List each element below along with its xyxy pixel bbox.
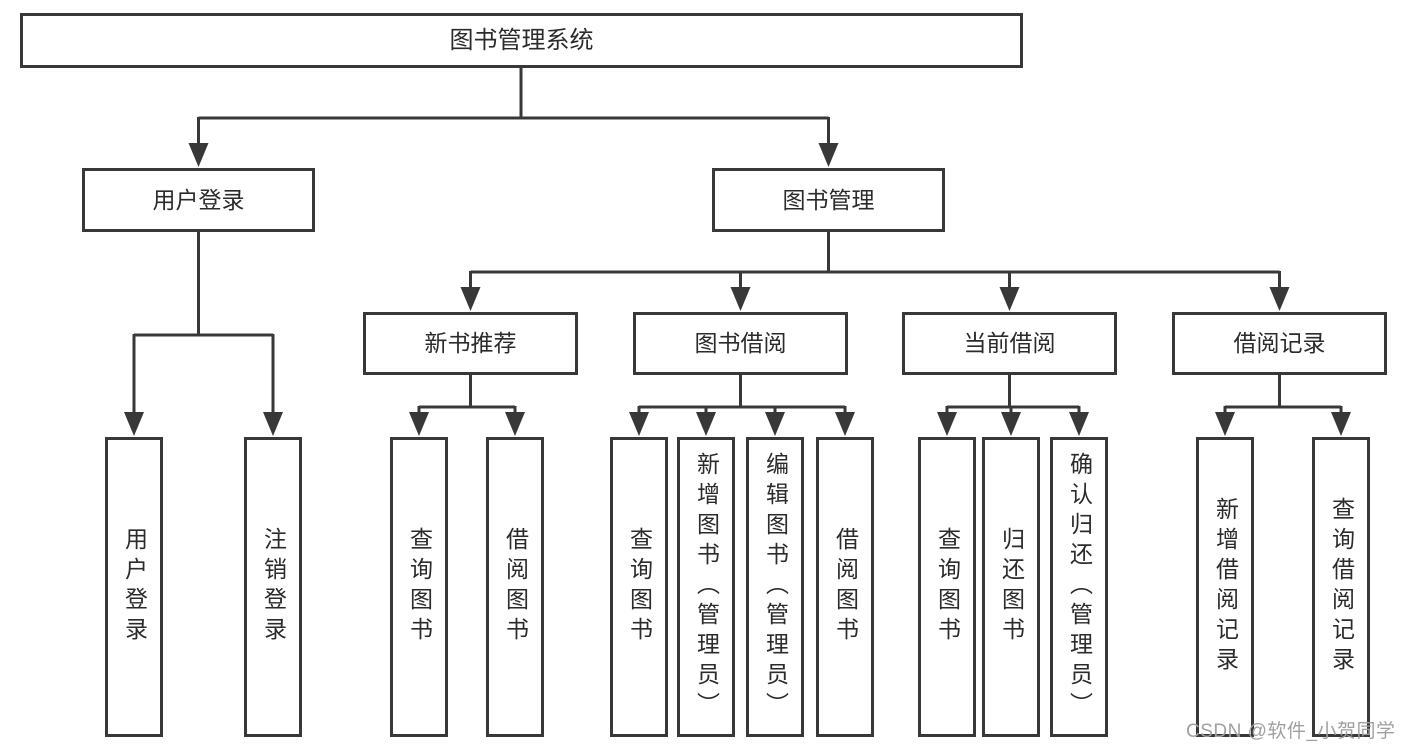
leaf-nbr-borrow-books: 借阅图书 [486, 437, 544, 737]
leaf-user-login-label: 用户登录 [121, 527, 148, 647]
leaf-bb-query-books: 查询图书 [610, 437, 668, 737]
leaf-bb-edit-books-admin: 编辑图书（管理员） [746, 437, 804, 737]
watermark: CSDN @软件_小贺同学 [1186, 721, 1396, 742]
leaf-bb-add-books-admin-label: 新增图书（管理员） [693, 452, 720, 722]
leaf-br-add-record: 新增借阅记录 [1196, 437, 1254, 737]
leaf-logout-label: 注销登录 [260, 527, 287, 647]
node-current-borrowing: 当前借阅 [902, 312, 1117, 375]
leaf-br-query-record: 查询借阅记录 [1312, 437, 1370, 737]
leaf-nbr-query-books: 查询图书 [390, 437, 448, 737]
node-borrow-records: 借阅记录 [1172, 312, 1387, 375]
leaf-bb-borrow-books: 借阅图书 [816, 437, 874, 737]
leaf-br-add-record-label: 新增借阅记录 [1212, 497, 1239, 677]
leaf-br-query-record-label: 查询借阅记录 [1328, 497, 1355, 677]
leaf-user-login: 用户登录 [105, 437, 163, 737]
leaf-bb-add-books-admin: 新增图书（管理员） [677, 437, 735, 737]
node-book-management: 图书管理 [712, 168, 945, 232]
node-new-book-recommend-label: 新书推荐 [424, 330, 517, 356]
leaf-cb-return-books: 归还图书 [982, 437, 1040, 737]
node-book-management-label: 图书管理 [782, 186, 875, 213]
node-user-login: 用户登录 [82, 168, 315, 232]
node-new-book-recommend: 新书推荐 [363, 312, 578, 375]
node-borrow-records-label: 借阅记录 [1233, 330, 1326, 356]
leaf-bb-query-books-label: 查询图书 [626, 527, 653, 647]
node-book-borrowing-label: 图书借阅 [694, 330, 787, 356]
leaf-cb-return-books-label: 归还图书 [998, 527, 1025, 647]
leaf-bb-borrow-books-label: 借阅图书 [832, 527, 859, 647]
leaf-nbr-borrow-books-label: 借阅图书 [502, 527, 529, 647]
leaf-nbr-query-books-label: 查询图书 [406, 527, 433, 647]
leaf-logout: 注销登录 [244, 437, 302, 737]
leaf-cb-confirm-return-admin: 确认归还（管理员） [1050, 437, 1108, 737]
node-book-management-system: 图书管理系统 [20, 13, 1023, 68]
node-book-management-system-label: 图书管理系统 [449, 26, 594, 54]
leaf-cb-query-books: 查询图书 [918, 437, 976, 737]
node-book-borrowing: 图书借阅 [633, 312, 848, 375]
node-current-borrowing-label: 当前借阅 [963, 330, 1056, 356]
leaf-cb-query-books-label: 查询图书 [934, 527, 961, 647]
leaf-bb-edit-books-admin-label: 编辑图书（管理员） [762, 452, 789, 722]
leaf-cb-confirm-return-admin-label: 确认归还（管理员） [1066, 452, 1093, 722]
node-user-login-label: 用户登录 [152, 186, 245, 213]
